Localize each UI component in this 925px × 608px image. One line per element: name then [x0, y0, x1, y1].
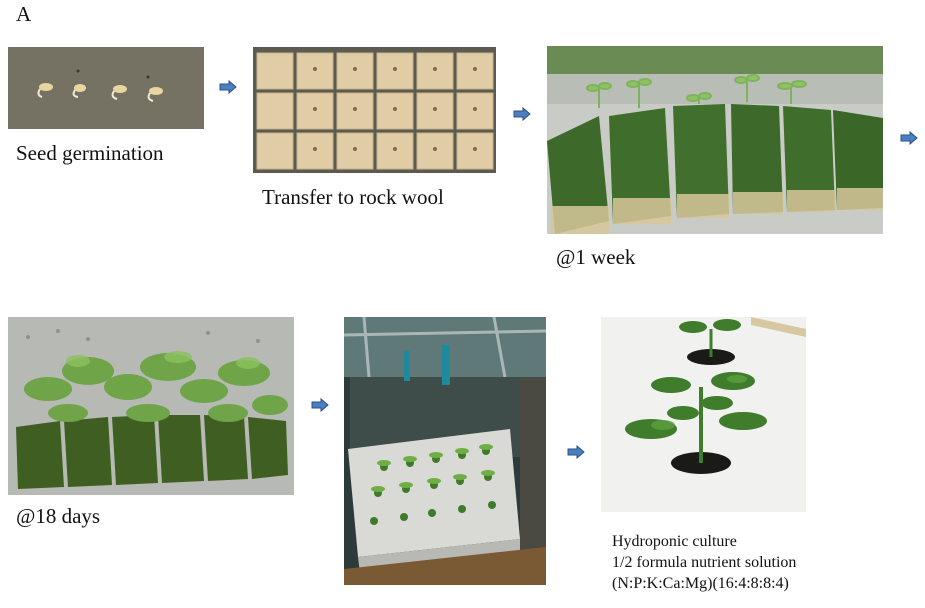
photo-hydroponic-closeup: [601, 317, 806, 512]
right-arrow-icon: [513, 107, 531, 121]
photo-eighteen-days: [8, 317, 294, 495]
right-arrow-icon: [219, 80, 237, 94]
right-arrow-icon: [567, 445, 585, 459]
photo-hydroponic-tank: [344, 317, 546, 585]
photo-seed-germination: [8, 47, 204, 129]
photo-one-week: [547, 46, 883, 234]
panel-label: A: [16, 2, 32, 26]
caption-seed-germination: Seed germination: [16, 141, 164, 165]
caption-hydroponic-culture: Hydroponic culture 1/2 formula nutrient …: [612, 531, 796, 594]
caption-line-hydroponic-culture: Hydroponic culture: [612, 533, 737, 550]
right-arrow-icon: [900, 131, 918, 145]
caption-eighteen-days: @18 days: [16, 504, 101, 528]
caption-one-week: @1 week: [556, 245, 636, 269]
caption-line-npk-ratio: (N:P:K:Ca:Mg)(16:4:8:8:4): [612, 575, 789, 592]
caption-rock-wool: Transfer to rock wool: [262, 185, 444, 209]
photo-rock-wool: [253, 47, 496, 173]
right-arrow-icon: [311, 398, 329, 412]
caption-line-nutrient-solution: 1/2 formula nutrient solution: [612, 554, 797, 571]
